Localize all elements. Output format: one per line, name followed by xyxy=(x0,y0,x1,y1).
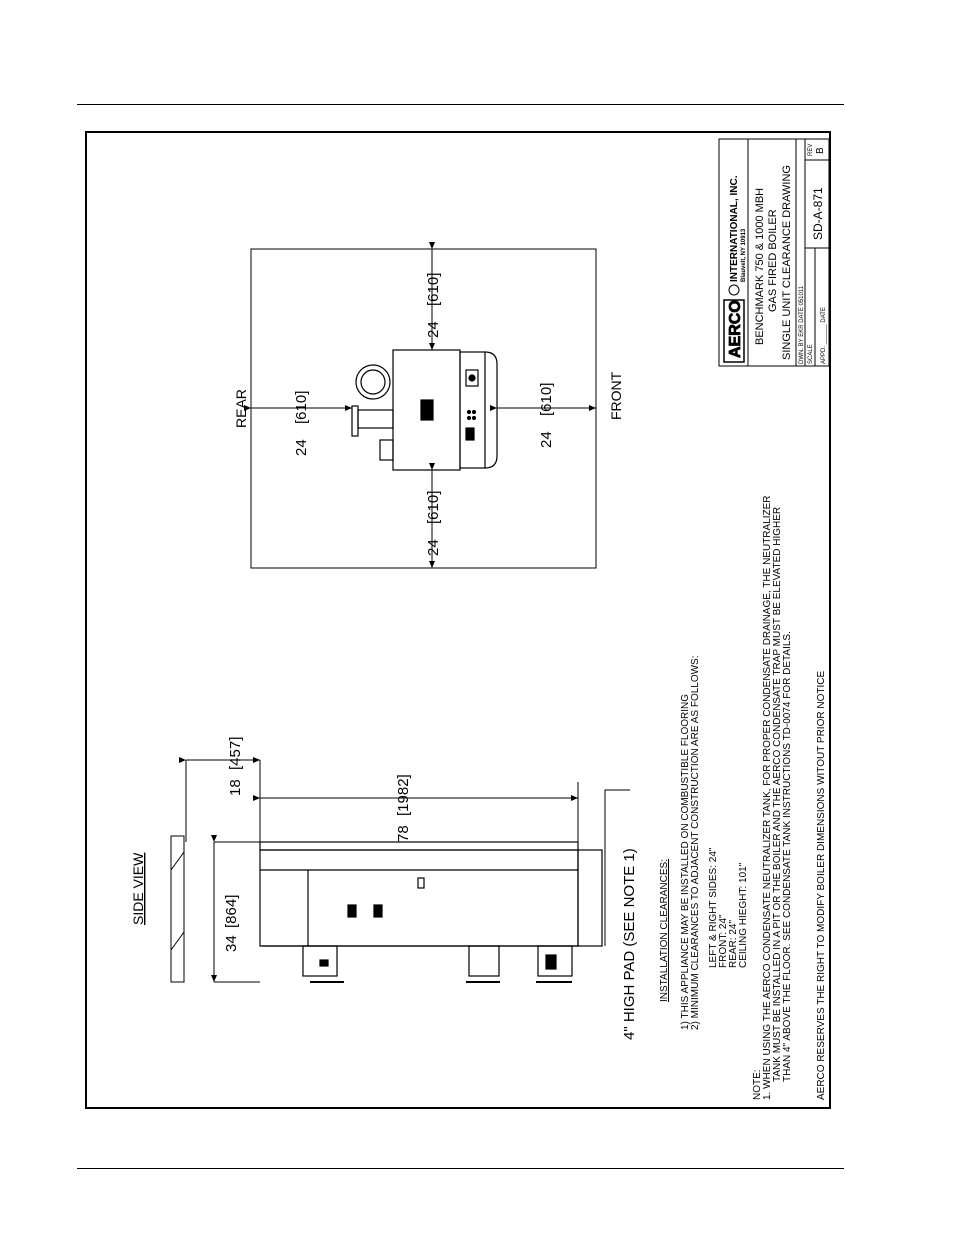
side-view-title: SIDE VIEW xyxy=(130,852,146,925)
installation-line2: 2) MINIMUM CLEARANCES TO ADJACENT CONSTR… xyxy=(690,655,701,1030)
drawn-by: DWN. BY EKR DATE 051011 xyxy=(799,285,805,364)
installation-line1: 1) THIS APPLIANCE MAY BE INSTALLED ON CO… xyxy=(680,694,691,1030)
approved-label: APPD. ______ DATE xyxy=(821,307,827,364)
dim-front-mm: [610] xyxy=(538,383,555,416)
top-rule xyxy=(77,104,844,105)
globe-icon xyxy=(728,284,740,296)
dim-right-in: 24 xyxy=(425,321,442,338)
title-line2: GAS FIRED BOILER xyxy=(767,209,779,312)
note-line2: TANK MUST BE INSTALLED IN A PIT OR THE B… xyxy=(772,507,783,1082)
boiler-side xyxy=(259,841,603,983)
company-address: Blauvelt, NY 10913 xyxy=(741,228,747,282)
title-line3: SINGLE UNIT CLEARANCE DRAWING xyxy=(781,165,793,360)
dim-rear-mm: [610] xyxy=(293,391,310,424)
dim-864: [864] xyxy=(223,895,240,928)
note-line1: 1. WHEN USING THE AERCO CONDENSATE NEUTR… xyxy=(762,495,773,1100)
boiler-top xyxy=(351,349,498,471)
company-name: INTERNATIONAL, INC. xyxy=(729,175,740,282)
title-block: AERCO INTERNATIONAL, INC. Blauvelt, NY 1… xyxy=(718,138,830,367)
top-view: REAR FRONT 24 [610] 24 [610] 24 [610] 24… xyxy=(233,242,624,569)
aerco-logo: AERCO xyxy=(727,300,744,358)
installation-sides: LEFT & RIGHT SIDES: 24" xyxy=(708,847,719,968)
drawing-number: SD-A-871 xyxy=(811,187,825,240)
dim-left-in: 24 xyxy=(425,539,442,556)
note-label: NOTE: xyxy=(752,1069,763,1100)
dim-right-mm: [610] xyxy=(425,273,442,306)
dim-78: 78 xyxy=(395,825,412,842)
installation-notes: INSTALLATION CLEARANCES: 1) THIS APPLIAN… xyxy=(659,495,827,1100)
side-view: SIDE VIEW 34 [864] 78 [1982] 18 [457] 4"… xyxy=(130,737,638,1040)
bottom-rule xyxy=(77,1168,844,1169)
side-dimensions xyxy=(179,757,630,983)
pad-note: 4" HIGH PAD (SEE NOTE 1) xyxy=(621,848,638,1040)
dim-18: 18 xyxy=(227,779,244,796)
note-line3: THAN 4" ABOVE THE FLOOR. SEE CONDENSATE … xyxy=(782,631,793,1082)
dim-34: 34 xyxy=(223,935,240,952)
aerco-logo-box xyxy=(723,299,745,363)
drawing-border xyxy=(85,131,831,1109)
top-dimensions xyxy=(244,242,596,568)
dim-457: [457] xyxy=(227,737,244,770)
scale-label: SCALE xyxy=(808,344,814,364)
rev-label: REV xyxy=(808,144,814,156)
title-line1: BENCHMARK 750 & 1000 MBH xyxy=(754,188,766,345)
label-front: FRONT xyxy=(608,371,624,420)
dim-1982: [1982] xyxy=(395,774,412,816)
dim-front-in: 24 xyxy=(538,431,555,448)
installation-front: FRONT: 24" xyxy=(718,914,729,968)
installation-rear: REAR: 24" xyxy=(728,920,739,968)
installation-ceiling: CEILING HIEGHT: 101" xyxy=(738,862,749,968)
rev-value: B xyxy=(815,147,826,154)
reserve-note: AERCO RESERVES THE RIGHT TO MODIFY BOILE… xyxy=(816,671,827,1100)
dim-rear-in: 24 xyxy=(293,439,310,456)
dim-left-mm: [610] xyxy=(425,491,442,524)
label-rear: REAR xyxy=(233,389,249,428)
installation-heading: INSTALLATION CLEARANCES: xyxy=(659,859,670,1002)
floor-pad xyxy=(170,835,185,983)
